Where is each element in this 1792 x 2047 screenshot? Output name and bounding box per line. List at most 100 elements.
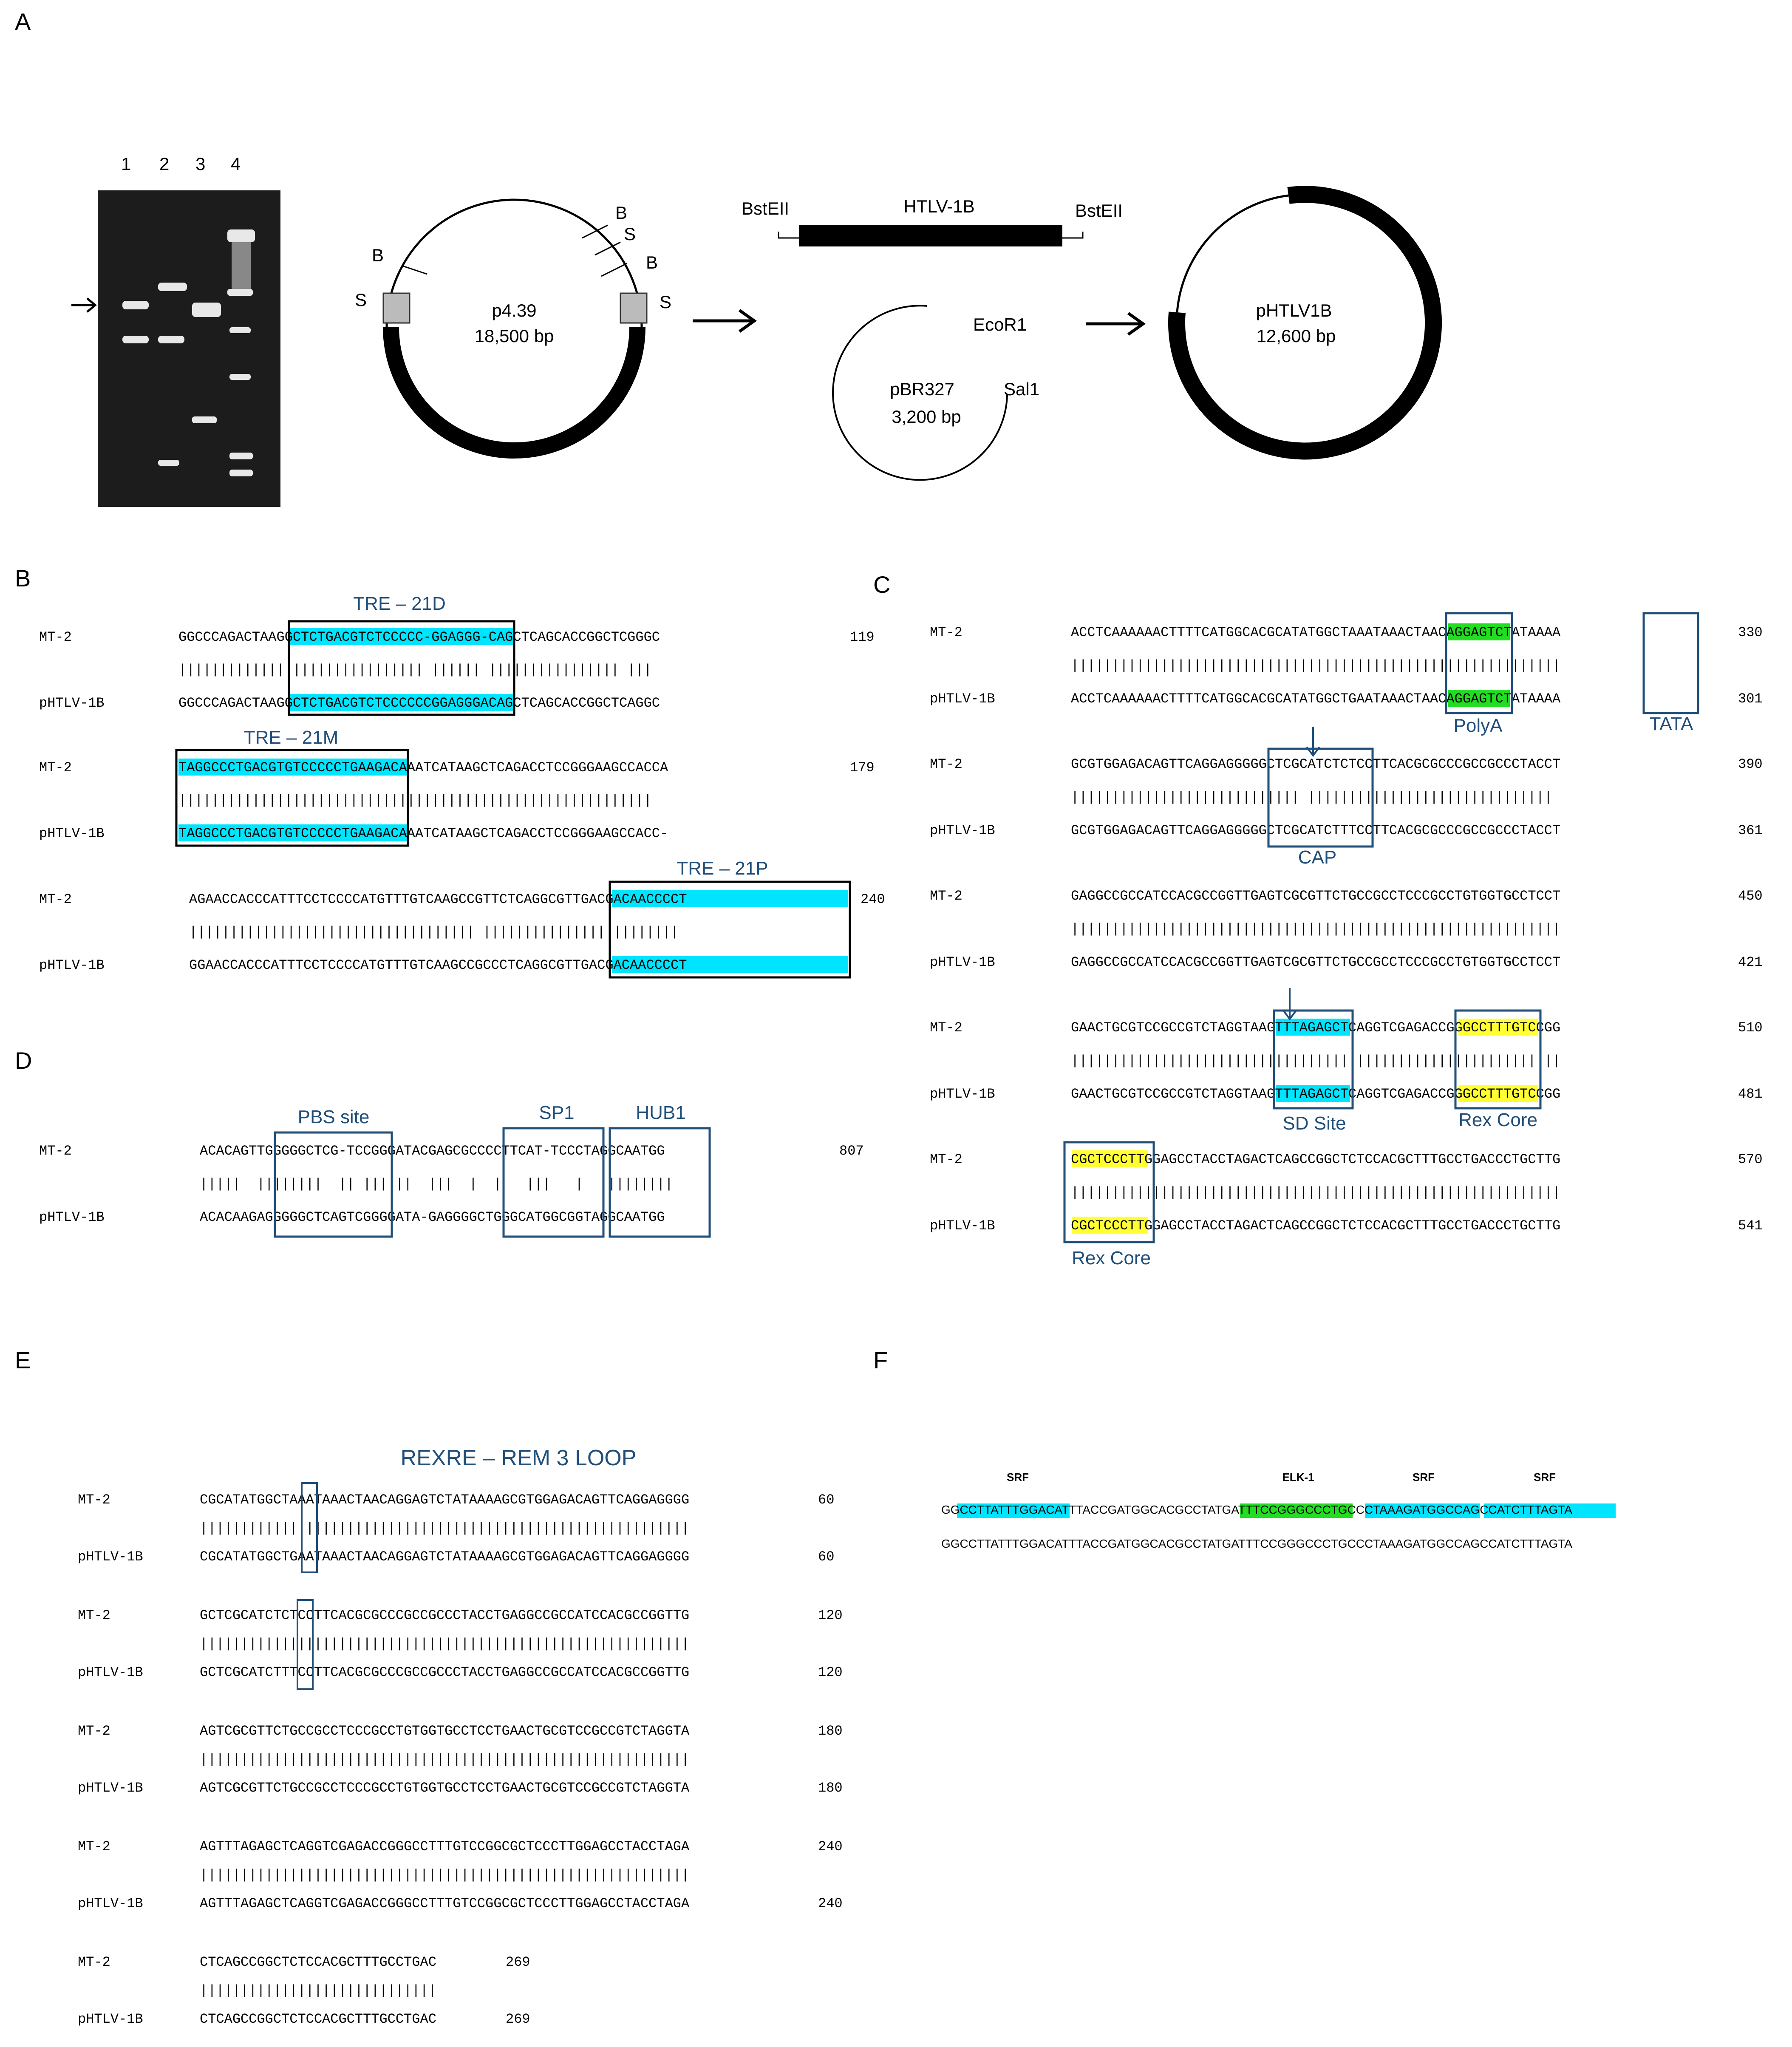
p439-thick-arc [383,327,645,459]
e-row4-mt2-seq: AGTTTAGAGCTCAGGTCGAGACCGGGCCTTTGTCCGGCGC… [200,1839,690,1854]
f-srf1-highlight [957,1503,1070,1518]
e-mismatch-box-1 [301,1482,318,1573]
c-row1-n1: 330 [1738,625,1763,640]
c-rex2-box [1063,1141,1155,1243]
f-srf3-highlight [1484,1503,1616,1518]
gel-lane-1: 1 [121,154,131,174]
p439-label-b1: B [372,245,384,265]
c-row-1: MT-2 ACCTCAAAAAACTTTTCATGGCACGCATATGGCTA… [930,625,1763,707]
e-row3-phtlv-name: pHTLV-1B [78,1780,143,1796]
f-srf2-highlight [1365,1503,1480,1518]
f-seq-top: GGCCTTATTTGGACATTTACCGATGGCACGCCTATGATTT… [941,1503,1572,1516]
e-row4-phtlv-seq: AGTTTAGAGCTCAGGTCGAGACCGGGCCTTTGTCCGGCGC… [200,1896,690,1911]
c-row4-n1: 510 [1738,1020,1763,1036]
b-row1-match: |||||||||||||||||||||||||||||| |||||| ||… [178,662,652,678]
d-phtlv-seq: ACACAAGAGGGGGCTCAGTCGGGGATA-GAGGGGCTGGGC… [200,1209,665,1225]
c-row5-phtlv-seq: CGCTCCCTTGGAGCCTACCTAGACTCAGCCGGCTCTCCAC… [1071,1218,1560,1234]
highlight-layer [178,623,1616,1518]
e-row5-phtlv-name: pHTLV-1B [78,2011,143,2027]
p439-site-ticks [401,224,627,277]
c-sd-arrow-icon [1282,988,1297,1021]
e-row3-number-1: 180 [818,1723,843,1739]
b-tre21p-box [609,881,851,979]
c-row2-phtlv-seq: GCGTGGAGACAGTTCAGGAGGGGGCTCGCATCTTTCCTTC… [1071,823,1560,838]
c-row5-mt2-seq: CGCTCCCTTGGAGCCTACCTAGACTCAGCCGGCTCTCCAC… [1071,1152,1560,1167]
e-mismatch-box-2 [297,1599,314,1690]
b-row3-phtlv-name: pHTLV-1B [39,957,105,973]
pbr327-name: pBR327 [890,379,954,399]
b-row2-match: ||||||||||||||||||||||||||||||||||||||||… [178,793,652,808]
d-hub1-label: HUB1 [636,1102,685,1123]
e-row5-phtlv-seq: CTCAGCCGGCTCTCCACGCTTTGCCTGAC [200,2011,436,2027]
e-row4-number-2: 240 [818,1896,843,1911]
b-tre21m-highlight-top [178,759,408,776]
d-hub1-box [609,1127,711,1238]
b-row2-mt2-seq: TAGGCCCTGACGTGTCCCCCTGAAGACAAATCATAAGCTC… [178,760,668,776]
gel-lane-3: 3 [195,154,205,174]
insert-left-bracket [778,232,799,239]
b-row2-phtlv-seq: TAGGCCCTGACGTGTCCCCCTGAAGACAAATCATAAGCTC… [178,826,668,841]
e-row4-number-1: 240 [818,1839,843,1854]
e-row-3: MT-2 AGTCGCGTTCTGCCGCCTCCCGCCTGTGGTGCCTC… [78,1723,843,1796]
f-srf-label-3: SRF [1534,1471,1556,1484]
b-row3-mt2-seq: AGAACCACCCATTTCCTCCCCATGTTTGTCAAGCCGTTCT… [189,892,687,907]
b-row1-phtlv-name: pHTLV-1B [39,695,105,711]
d-phtlv-name: pHTLV-1B [39,1209,105,1225]
pbr327-ecor1: EcoR1 [973,314,1027,334]
insert-right-site: BstEII [1075,201,1123,221]
c-row3-n2: 421 [1738,954,1763,970]
c-row2-match: |||||||||||||||||||||||||||| |||||||||||… [1071,790,1552,805]
b-tre21m-label: TRE – 21M [244,727,339,748]
c-rex2-highlight-bot [1072,1217,1148,1234]
b-row3-phtlv-seq: GGAACCACCCATTTCCTCCCCATGTTTGTCAAGCCGCCCT… [189,957,687,973]
arrow-icon-2 [1086,312,1146,336]
b-row1-mt2-name: MT-2 [39,629,72,645]
c-row3-phtlv-name: pHTLV-1B [930,954,995,970]
c-row1-mt2-seq: ACCTCAAAAAACTTTTCATGGCACGCATATGGCTAAATAA… [1071,625,1561,640]
c-row5-n2: 541 [1738,1218,1763,1234]
e-row-1: MT-2 CGCATATGGCTAAATAAACTAACAGGAGTCTATAA… [78,1492,834,1565]
e-row2-match: ||||||||||||||||||||||||||||||||||||||||… [200,1636,689,1652]
c-cap-arrow-icon [1306,727,1320,757]
b-row3-number: 240 [861,892,885,907]
e-row4-phtlv-name: pHTLV-1B [78,1896,143,1911]
c-row4-n2: 481 [1738,1086,1763,1102]
panel-label-d: D [15,1047,32,1074]
c-rex-core-label-2: Rex Core [1072,1248,1151,1268]
e-row2-number-1: 120 [818,1608,843,1623]
c-polya-highlight-bot [1448,690,1510,707]
c-row4-phtlv-name: pHTLV-1B [930,1086,995,1102]
c-row2-mt2-name: MT-2 [930,756,963,772]
c-rex1-highlight-bot [1458,1085,1538,1102]
phtlv1b-thick-arc [1168,186,1442,460]
p439-label-s1: S [355,290,367,310]
c-polya-label: PolyA [1454,715,1503,736]
p439-label-s3: S [660,292,671,312]
c-row4-phtlv-seq: GAACTGCGTCCGCCGTCTAGGTAAGTTTAGAGCTCAGGTC… [1071,1086,1560,1102]
p439-label-s2: S [624,224,636,244]
e-row2-number-2: 120 [818,1665,843,1680]
c-row1-mt2-name: MT-2 [930,625,963,640]
insert-left-site: BstEII [742,198,789,218]
gel-bands [122,229,255,476]
e-row3-phtlv-seq: AGTCGCGTTCTGCCGCCTCCCGCCTGTGGTGCCTCCTGAA… [200,1780,690,1796]
e-row5-mt2-seq: CTCAGCCGGCTCTCCACGCTTTGCCTGAC [200,1954,436,1970]
e-row1-number-2: 60 [818,1549,834,1565]
c-cap-label: CAP [1298,847,1336,868]
c-sd-highlight-top [1276,1019,1350,1036]
c-tata-box [1642,612,1699,714]
e-row1-phtlv-seq: CGCATATGGCTGAATAAACTAACAGGAGTCTATAAAAGCG… [200,1549,689,1565]
f-elk1-highlight [1240,1503,1353,1518]
e-row1-mt2-name: MT-2 [78,1492,110,1508]
e-row5-match: ||||||||||||||||||||||||||||| [200,1983,436,1999]
insert-right-bracket [1062,232,1084,239]
c-row5-match: ||||||||||||||||||||||||||||||||||||||||… [1071,1185,1560,1200]
c-tata-label: TATA [1650,713,1693,734]
c-cap-box [1267,747,1374,848]
c-row4-mt2-seq: GAACTGCGTCCGCCGTCTAGGTAAGTTTAGAGCTCAGGTC… [1071,1020,1560,1036]
c-row1-n2: 301 [1738,691,1763,707]
p439-size: 18,500 bp [475,326,554,346]
c-rex1-box [1454,1009,1542,1110]
c-row3-phtlv-seq: GAGGCCGCCATCCACGCCGGTTGAGTCGCGTTCTGCCGCC… [1071,954,1560,970]
c-row-3: MT-2 GAGGCCGCCATCCACGCCGGTTGAGTCGCGTTCTG… [930,888,1763,970]
